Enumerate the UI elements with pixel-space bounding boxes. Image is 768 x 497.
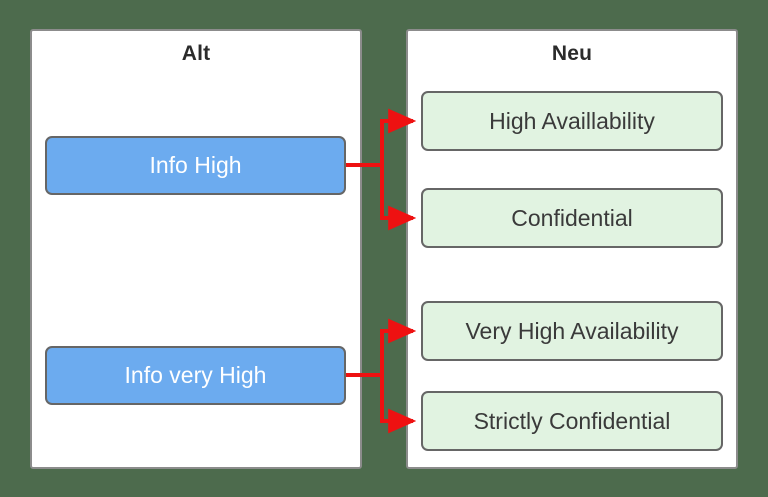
node-high-availability[interactable]: High Availlability xyxy=(421,91,723,151)
panel-alt-title: Alt xyxy=(181,42,211,65)
node-info-high[interactable]: Info High xyxy=(45,136,346,195)
node-strictly-confidential[interactable]: Strictly Confidential xyxy=(421,391,723,451)
node-info-very-high[interactable]: Info very High xyxy=(45,346,346,405)
panel-neu-title: Neu xyxy=(551,42,593,65)
node-confidential[interactable]: Confidential xyxy=(421,188,723,248)
node-very-high-availability[interactable]: Very High Availability xyxy=(421,301,723,361)
